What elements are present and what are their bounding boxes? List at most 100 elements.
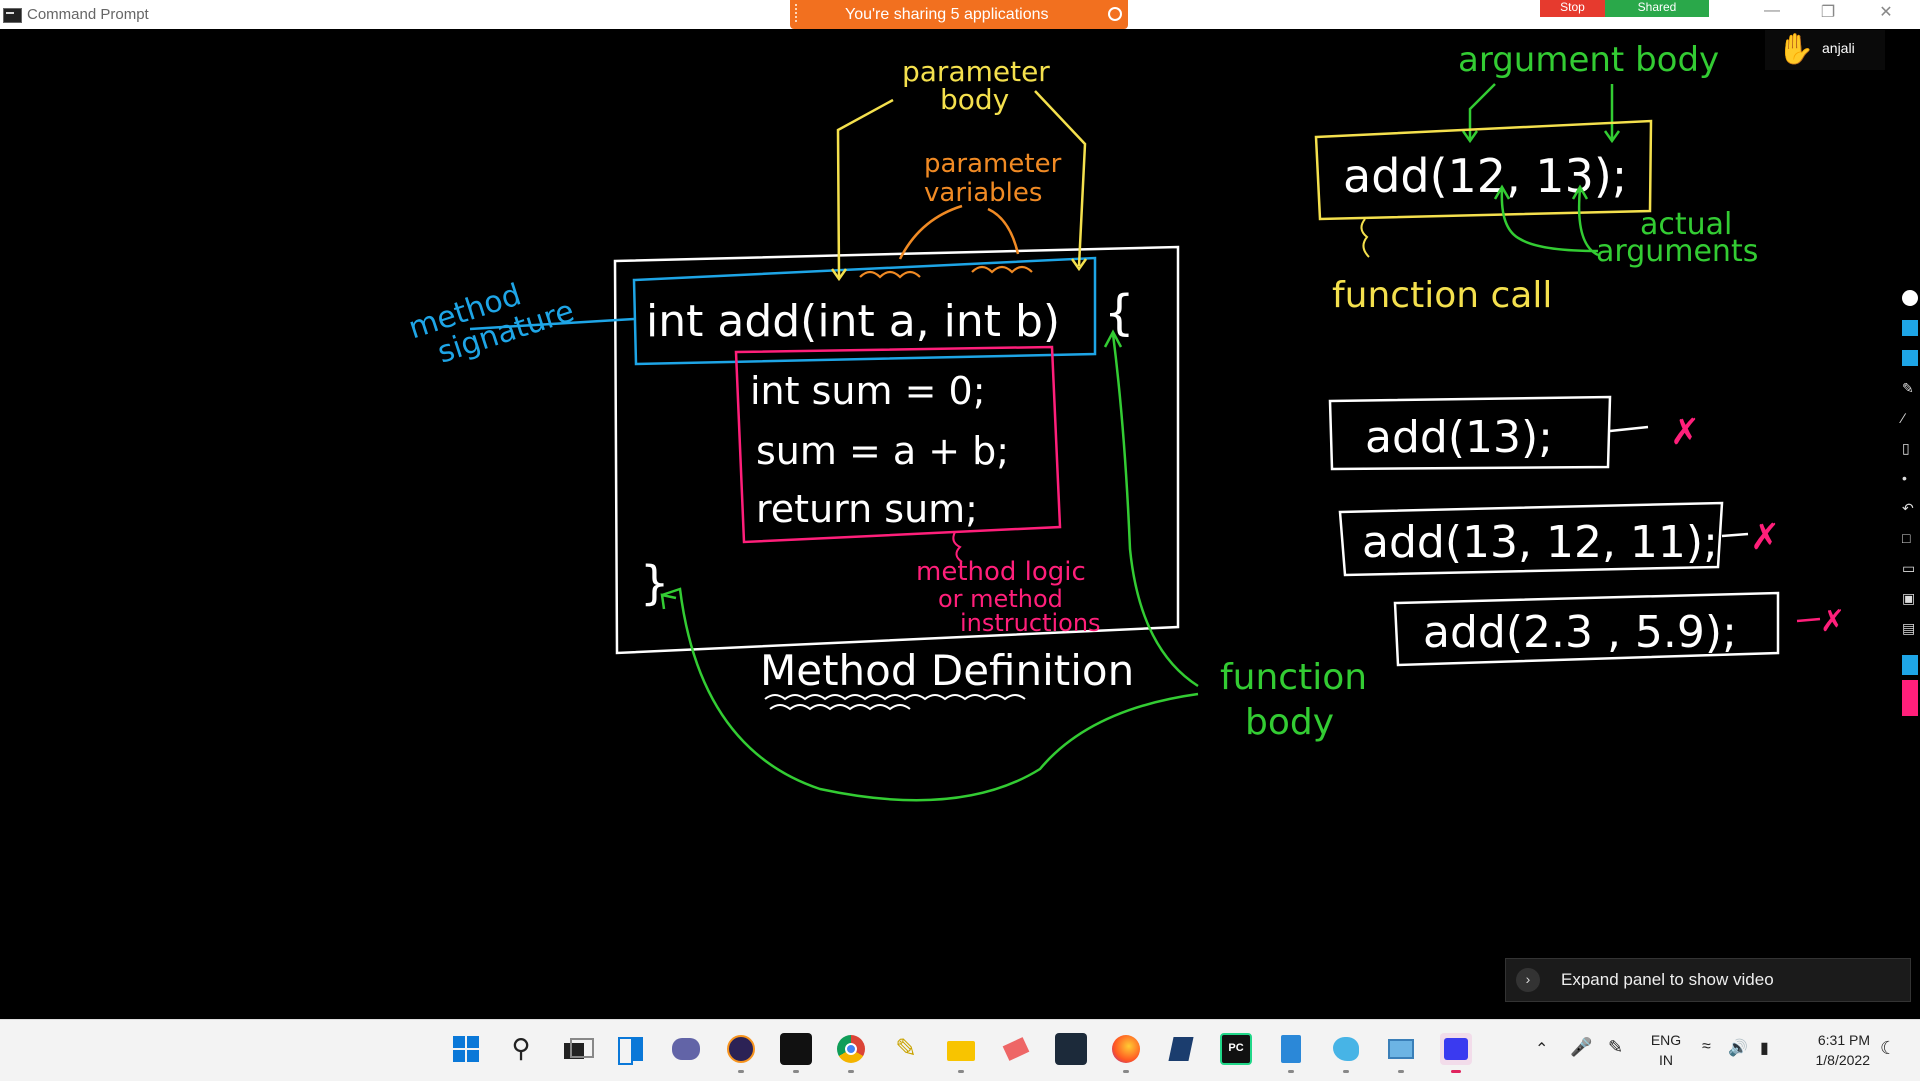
method-definition-box (613, 245, 1180, 655)
select-icon[interactable] (1902, 350, 1918, 366)
wrong-call-1: add(13); (1365, 412, 1553, 463)
open-brace: { (1104, 285, 1135, 341)
region-code: IN (1659, 1052, 1673, 1068)
wifi-icon[interactable]: ≈ (1702, 1038, 1711, 1055)
body-line-2: sum = a + b; (756, 429, 1009, 473)
mysql-icon[interactable] (1055, 1033, 1087, 1065)
pen-icon[interactable]: ✎ (1902, 380, 1914, 396)
thumbs-up-icon: ✋ (1777, 33, 1815, 66)
parameter-variables-label-2: variables (924, 178, 1042, 208)
teams-chat-icon[interactable] (670, 1033, 702, 1065)
parameter-body-label-1: parameter (902, 55, 1050, 88)
actual-arguments-label-1: actual (1640, 207, 1732, 242)
chevron-right-icon[interactable]: › (1516, 968, 1540, 992)
wrong-mark-2: ✗ (1750, 517, 1780, 558)
eclipse-icon[interactable] (725, 1033, 757, 1073)
pointer-icon[interactable] (1902, 290, 1918, 306)
volume-icon[interactable]: 🔊 (1728, 1040, 1748, 1057)
method-logic-label-1: method logic (916, 557, 1086, 587)
parameter-variables-label-1: parameter (924, 149, 1062, 179)
drag-handle-icon[interactable] (795, 4, 801, 22)
window-title: Command Prompt (27, 6, 149, 23)
dark-app-icon[interactable] (1165, 1033, 1197, 1065)
wrong-mark-3: ✗ (1820, 604, 1845, 639)
focus-assist-icon[interactable]: ☾ (1880, 1038, 1897, 1058)
wrong-call-2: add(13, 12, 11); (1362, 517, 1718, 568)
presenter-name: anjali (1822, 40, 1855, 56)
signature-arrow (469, 317, 635, 331)
function-body-label-1: function (1220, 657, 1367, 698)
start-icon[interactable] (450, 1033, 482, 1065)
actual-arguments-label-2: arguments (1596, 234, 1758, 269)
language-code: ENG (1650, 1032, 1682, 1048)
pycharm-icon[interactable]: PC (1220, 1033, 1252, 1065)
body-line-1: int sum = 0; (750, 369, 986, 413)
task-view-icon[interactable] (560, 1033, 594, 1065)
sharing-text: You're sharing 5 applications (845, 6, 1049, 23)
function-body-arrows (661, 333, 1199, 802)
blue-swatch-icon[interactable] (1902, 655, 1918, 675)
notepad-icon[interactable] (1275, 1033, 1307, 1073)
sharing-banner[interactable]: You're sharing 5 applications (790, 0, 1128, 29)
line-icon[interactable]: ∕ (1902, 410, 1905, 426)
paint-3d-icon[interactable] (1330, 1033, 1362, 1073)
terminal-icon[interactable] (780, 1033, 812, 1073)
battery-icon[interactable]: ▮ (1760, 1040, 1769, 1057)
firefox-icon[interactable] (1110, 1033, 1142, 1073)
shared-button[interactable]: Shared (1605, 0, 1709, 17)
whiteboard-app-icon[interactable] (1440, 1033, 1472, 1073)
annotation-toolbar: ✎ ∕ ▯ • ↶ □ ▭ ▣ ▤ (1900, 280, 1920, 720)
function-call-box (1314, 119, 1653, 221)
eye-icon[interactable] (1902, 320, 1918, 336)
clock-time: 6:31 PM (1817, 1032, 1870, 1048)
document-icon[interactable]: ▤ (1902, 620, 1916, 636)
stop-button[interactable]: Stop (1540, 0, 1605, 17)
signature-box (632, 256, 1097, 366)
expand-panel-text: Expand panel to show video (1561, 970, 1774, 989)
paint-brush-icon[interactable]: ✎ (895, 1033, 917, 1063)
stop-sharing-icon[interactable] (1108, 7, 1122, 21)
whiteboard-canvas[interactable]: int add(int a, int b) { int sum = 0; sum… (0, 29, 1900, 1019)
pen-menu-icon[interactable]: ✎ (1608, 1037, 1624, 1057)
close-button[interactable]: ✕ (1879, 4, 1893, 21)
control-panel-icon[interactable] (1385, 1033, 1417, 1073)
minimize-button[interactable]: — (1764, 2, 1780, 19)
method-logic-label-3: instructions (960, 609, 1101, 637)
method-definition-label: Method Definition (760, 646, 1134, 695)
dot-icon[interactable]: • (1902, 470, 1907, 486)
wrong-call-box-3 (1393, 591, 1780, 667)
undo-icon[interactable]: ↶ (1902, 500, 1914, 516)
close-brace: } (640, 556, 669, 610)
wrong-call-3: add(2.3 , 5.9); (1423, 607, 1737, 658)
clock[interactable]: 6:31 PM 1/8/2022 (1800, 1030, 1871, 1070)
language-indicator[interactable]: ENG IN (1648, 1030, 1684, 1070)
body-line-3: return sum; (756, 487, 978, 531)
presenter-chip: ✋ anjali (1765, 30, 1885, 70)
parameter-variables-arrows (898, 204, 1020, 260)
camera-icon[interactable]: ▣ (1902, 590, 1916, 606)
chevron-up-icon[interactable]: ⌃ (1535, 1041, 1549, 1058)
method-body-box (734, 345, 1062, 544)
parameter-body-label-2: body (940, 83, 1009, 116)
eraser-app-icon[interactable] (1000, 1033, 1032, 1065)
method-logic-label-2: or method (938, 585, 1063, 613)
screen-icon[interactable]: ▭ (1902, 560, 1916, 576)
clock-date: 1/8/2022 (1815, 1052, 1871, 1068)
file-explorer-icon[interactable] (945, 1033, 977, 1073)
wrong-mark-1: ✗ (1670, 412, 1700, 453)
function-body-label-2: body (1245, 702, 1334, 743)
parameter-body-arrows (836, 90, 1087, 278)
signature-code: int add(int a, int b) (646, 296, 1060, 347)
taskbar: ⚲ ✎ PC (0, 1019, 1920, 1081)
chrome-icon[interactable] (835, 1033, 867, 1073)
expand-video-panel[interactable]: › Expand panel to show video (1505, 958, 1911, 1002)
search-icon[interactable]: ⚲ (511, 1033, 531, 1063)
eraser-icon[interactable]: ▯ (1902, 440, 1910, 456)
widgets-icon[interactable] (615, 1033, 647, 1065)
copy-icon[interactable]: □ (1902, 530, 1911, 546)
function-call-label: function call (1332, 275, 1552, 316)
restore-button[interactable]: ❐ (1820, 4, 1836, 21)
microphone-icon[interactable]: 🎤 (1570, 1037, 1593, 1057)
wrong-call-box-2 (1338, 501, 1724, 577)
pink-swatch-icon[interactable] (1902, 680, 1918, 716)
